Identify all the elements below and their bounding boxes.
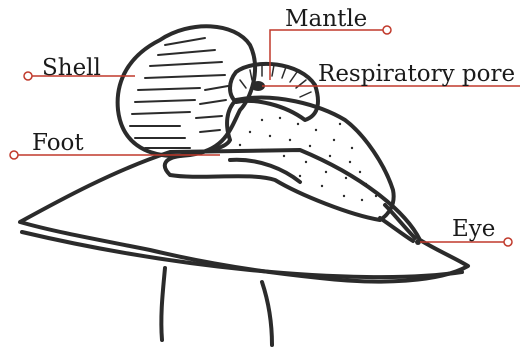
label-shell: Shell [42, 57, 101, 80]
shell-hatching [130, 38, 228, 148]
snail-mantle [230, 64, 318, 120]
snail-foot [165, 98, 394, 220]
mushroom-cap [20, 150, 468, 282]
label-mantle: Mantle [285, 8, 367, 31]
mushroom-stem-right [262, 282, 272, 345]
snail-shell [118, 26, 255, 156]
label-respiratory-pore: Respiratory pore [318, 63, 515, 86]
mushroom-stem-left [161, 268, 165, 340]
label-eye: Eye [452, 218, 495, 241]
label-foot: Foot [32, 132, 84, 155]
